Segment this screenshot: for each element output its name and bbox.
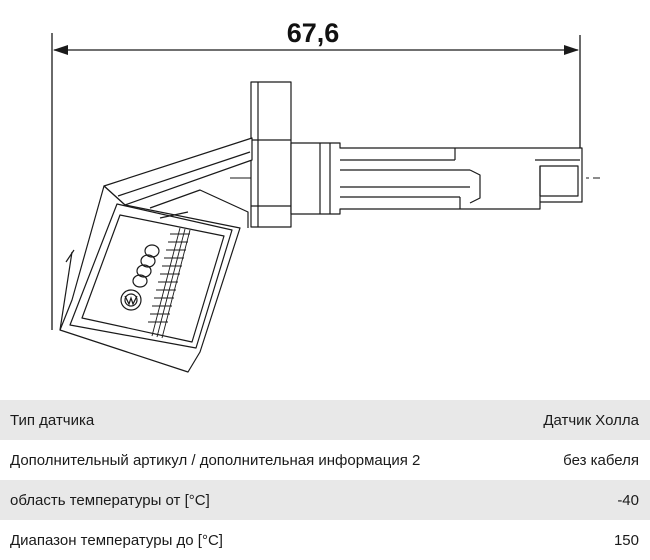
spec-label: Тип датчика bbox=[10, 411, 95, 429]
brand-roundel-emblem bbox=[120, 289, 142, 311]
sensor-shaft bbox=[290, 142, 583, 215]
sensor-technical-drawing: 67,6 bbox=[51, 18, 600, 373]
spec-row-sensor-type: Тип датчика Датчик Холла bbox=[0, 400, 650, 440]
brand-rings-emblem bbox=[132, 244, 160, 288]
spec-label: Диапазон температуры до [°C] bbox=[10, 531, 223, 549]
spec-value: Датчик Холла bbox=[543, 411, 639, 429]
spec-row-additional-info: Дополнительный артикул / дополнительная … bbox=[0, 440, 650, 480]
spec-row-temp-min: область температуры от [°C] -40 bbox=[0, 480, 650, 520]
connector-housing bbox=[59, 185, 241, 373]
specifications-table: Тип датчика Датчик Холла Дополнительный … bbox=[0, 400, 650, 560]
dimension-label: 67,6 bbox=[287, 18, 340, 48]
sensor-tip bbox=[539, 165, 579, 197]
connector-ribs bbox=[148, 227, 191, 339]
spec-label: область температуры от [°C] bbox=[10, 491, 210, 509]
dimension-arrow-right bbox=[564, 45, 579, 55]
connector-arm bbox=[103, 137, 253, 206]
mounting-flange bbox=[250, 81, 292, 228]
spec-row-temp-max: Диапазон температуры до [°C] 150 bbox=[0, 520, 650, 560]
spec-value: без кабеля bbox=[563, 451, 639, 469]
dimension-arrow-left bbox=[53, 45, 68, 55]
spec-label: Дополнительный артикул / дополнительная … bbox=[10, 451, 421, 469]
spec-value: -40 bbox=[617, 491, 639, 509]
spec-value: 150 bbox=[613, 531, 639, 549]
